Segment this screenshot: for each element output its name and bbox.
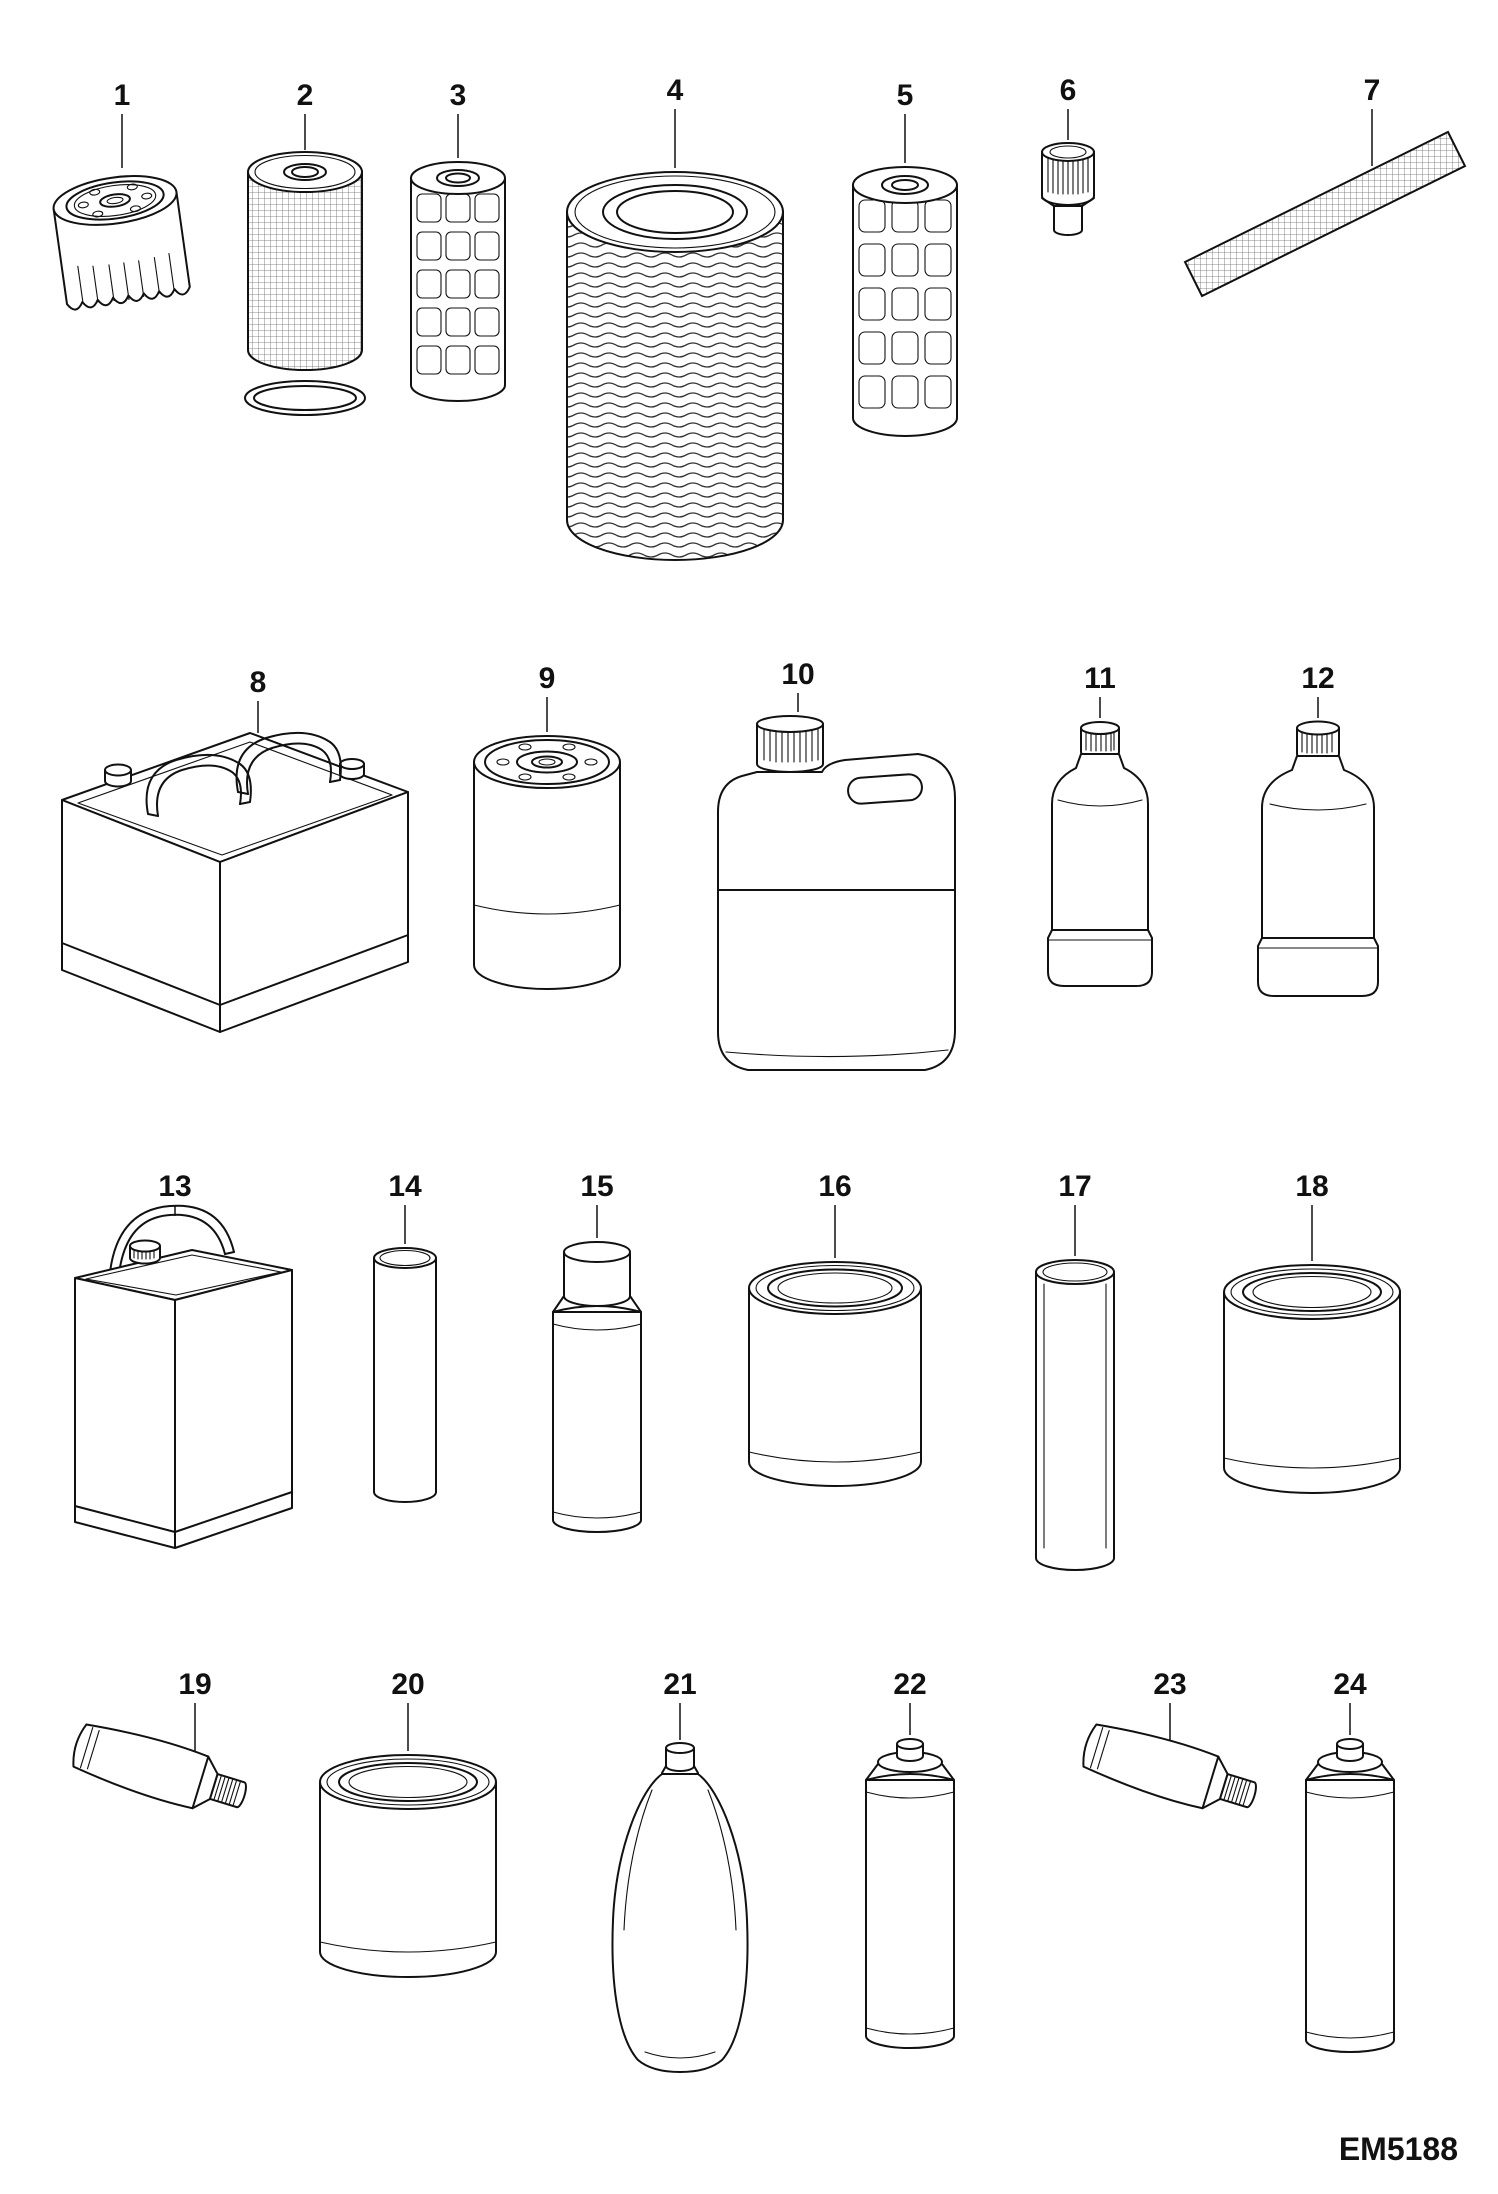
part-9-fuel-filter: 9	[473, 662, 621, 990]
filter-bolt-holes	[496, 743, 598, 781]
part-21-plastic-bottle: 21	[611, 1668, 749, 2073]
bottle-body	[1257, 755, 1379, 997]
oil-filter-drawing	[52, 175, 191, 311]
can-cap	[563, 1251, 631, 1307]
part-15-number: 15	[580, 1170, 613, 1203]
part-3-filter-cartridge: 3	[410, 79, 506, 402]
cartridge-cage-holes	[416, 193, 500, 375]
part-21-number: 21	[663, 1668, 696, 1701]
part-1-number: 1	[114, 79, 131, 112]
part-17-number: 17	[1058, 1170, 1091, 1203]
part-11-number: 11	[1084, 662, 1116, 695]
seal-ring-inner	[253, 385, 357, 411]
jug-handle-slot	[847, 773, 923, 805]
part-3-number: 3	[450, 79, 467, 112]
mesh-strip	[1183, 130, 1467, 298]
can-body	[1305, 1779, 1395, 2053]
part-16-paint-can: 16	[748, 1170, 922, 1487]
battery-handle-front	[145, 753, 252, 817]
jug-body	[717, 753, 956, 1071]
battery-side	[219, 791, 409, 1033]
part-15-aerosol-can: 15	[552, 1170, 642, 1533]
part-6-number: 6	[1060, 74, 1077, 107]
part-8-battery: 8	[61, 666, 409, 1033]
can-body	[552, 1311, 642, 1533]
wound-filter-body	[566, 211, 784, 561]
cartridge-cage-holes	[858, 199, 952, 409]
part-20-paint-can: 20	[319, 1668, 497, 1978]
can-cap	[129, 1239, 161, 1265]
part-11-oil-bottle: 11	[1047, 662, 1153, 987]
battery-terminal-left	[104, 763, 132, 788]
filter-mesh-body	[247, 171, 363, 371]
part-12-number: 12	[1301, 662, 1334, 695]
part-2-number: 2	[297, 79, 314, 112]
battery-terminal-right	[339, 758, 365, 780]
tube-drawing	[1082, 1723, 1257, 1810]
part-4-air-filter-element: 4	[566, 74, 784, 561]
part-8-number: 8	[250, 666, 267, 699]
part-5-filter-cartridge: 5	[852, 79, 958, 437]
part-9-number: 9	[539, 662, 556, 695]
part-7-number: 7	[1364, 74, 1381, 107]
part-10-oil-jug: 10	[717, 658, 956, 1071]
part-7-screen-mesh-strip: 7	[1183, 74, 1467, 298]
can-side	[174, 1269, 293, 1549]
part-23-sealant-tube: 23	[1082, 1668, 1257, 1810]
part-24-number: 24	[1333, 1668, 1367, 1701]
part-19-number: 19	[178, 1668, 211, 1701]
part-18-number: 18	[1295, 1170, 1328, 1203]
part-14-tube-cartridge: 14	[373, 1170, 437, 1503]
part-4-number: 4	[667, 74, 684, 107]
part-1-spin-on-oil-filter: 1	[52, 79, 191, 311]
seal-ring-outer	[244, 380, 366, 416]
part-22-number: 22	[893, 1668, 926, 1701]
part-17-tube-cartridge: 17	[1035, 1170, 1115, 1571]
part-10-number: 10	[781, 658, 814, 691]
part-23-number: 23	[1153, 1668, 1186, 1701]
bottle-body	[611, 1773, 749, 2073]
part-5-number: 5	[897, 79, 914, 112]
part-20-number: 20	[391, 1668, 424, 1701]
part-18-paint-can: 18	[1223, 1170, 1401, 1494]
can-front	[74, 1277, 176, 1549]
part-12-oil-bottle: 12	[1257, 662, 1379, 997]
part-24-aerosol-can: 24	[1305, 1668, 1395, 2053]
battery-base-seam	[61, 934, 409, 1006]
part-13-oil-can: 13	[74, 1170, 293, 1549]
part-22-aerosol-can: 22	[865, 1668, 955, 2049]
can-body	[865, 1779, 955, 2049]
part-14-number: 14	[388, 1170, 422, 1203]
battery-handle-rear	[235, 731, 342, 795]
diagram-code: EM5188	[1339, 2131, 1458, 2167]
bottle-body	[1047, 753, 1153, 987]
part-16-number: 16	[818, 1170, 851, 1203]
tube-drawing	[72, 1723, 247, 1810]
battery-lid-seam	[77, 741, 393, 856]
part-19-sealant-tube: 19	[72, 1668, 247, 1810]
part-2-filter-element-with-seal: 2	[244, 79, 366, 416]
part-13-number: 13	[158, 1170, 191, 1203]
part-6-filler-cap: 6	[1041, 74, 1095, 236]
